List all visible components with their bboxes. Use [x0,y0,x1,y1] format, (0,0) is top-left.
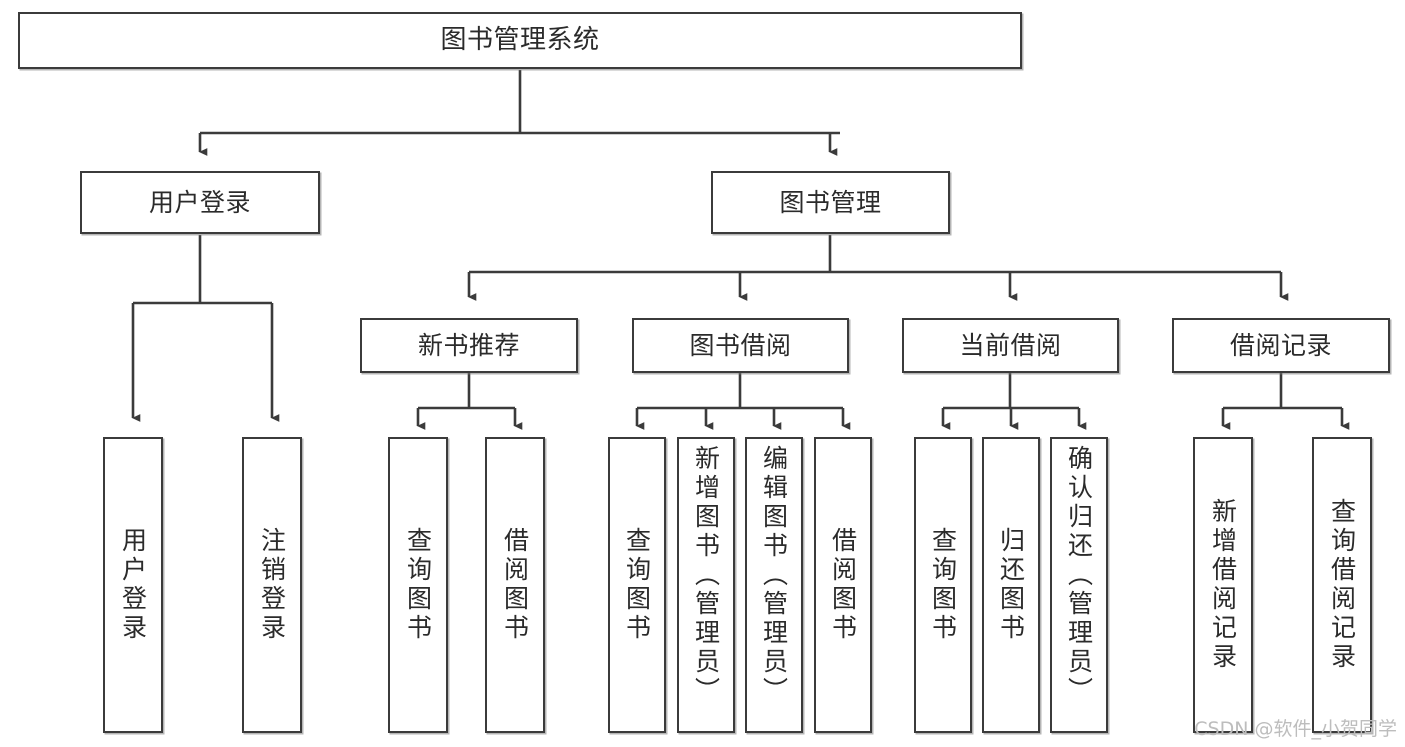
node-user-login[interactable]: 用户登录 [80,171,320,234]
node-new-book-recommend[interactable]: 新书推荐 [360,318,578,373]
leaf-user-login[interactable]: 用户登录 [103,437,163,733]
node-borrow-record[interactable]: 借阅记录 [1172,318,1390,373]
node-label: 用户登录 [148,187,251,217]
csdn-watermark: CSDN @软件_小贺同学 [1194,718,1397,740]
node-label: 图书借阅 [689,330,792,360]
node-label: 图书管理 [779,187,882,217]
node-label: 借阅记录 [1229,330,1332,360]
node-label: 新增图书（管理员） [691,445,721,706]
node-root-system[interactable]: 图书管理系统 [18,12,1022,69]
node-label: 借阅图书 [500,527,530,643]
node-label: 当前借阅 [959,330,1062,360]
node-label: 查询图书 [622,527,652,643]
leaf-borrow-query-book[interactable]: 查询图书 [608,437,666,733]
leaf-record-query-record[interactable]: 查询借阅记录 [1312,437,1372,733]
leaf-borrow-add-book-admin[interactable]: 新增图书（管理员） [677,437,735,733]
leaf-newbook-borrow-book[interactable]: 借阅图书 [485,437,545,733]
leaf-newbook-query-book[interactable]: 查询图书 [388,437,448,733]
node-label: 查询图书 [403,527,433,643]
node-current-borrow[interactable]: 当前借阅 [902,318,1119,373]
leaf-borrow-lend-book[interactable]: 借阅图书 [814,437,872,733]
node-label: 图书管理系统 [440,24,600,55]
leaf-borrow-edit-book-admin[interactable]: 编辑图书（管理员） [745,437,803,733]
node-label: 借阅图书 [828,527,858,643]
node-book-borrow[interactable]: 图书借阅 [632,318,849,373]
leaf-current-query-book[interactable]: 查询图书 [914,437,972,733]
node-label: 编辑图书（管理员） [759,445,789,706]
node-book-management[interactable]: 图书管理 [711,171,950,234]
node-label: 新书推荐 [417,330,520,360]
node-label: 查询借阅记录 [1327,498,1357,672]
leaf-current-return-book[interactable]: 归还图书 [982,437,1040,733]
node-label: 确认归还（管理员） [1064,445,1094,706]
node-label: 新增借阅记录 [1208,498,1238,672]
leaf-current-confirm-return-admin[interactable]: 确认归还（管理员） [1050,437,1108,733]
node-label: 归还图书 [996,527,1026,643]
leaf-user-logout[interactable]: 注销登录 [242,437,302,733]
node-label: 查询图书 [928,527,958,643]
node-label: 注销登录 [257,527,287,643]
leaf-record-add-record[interactable]: 新增借阅记录 [1193,437,1253,733]
node-label: 用户登录 [118,527,148,643]
